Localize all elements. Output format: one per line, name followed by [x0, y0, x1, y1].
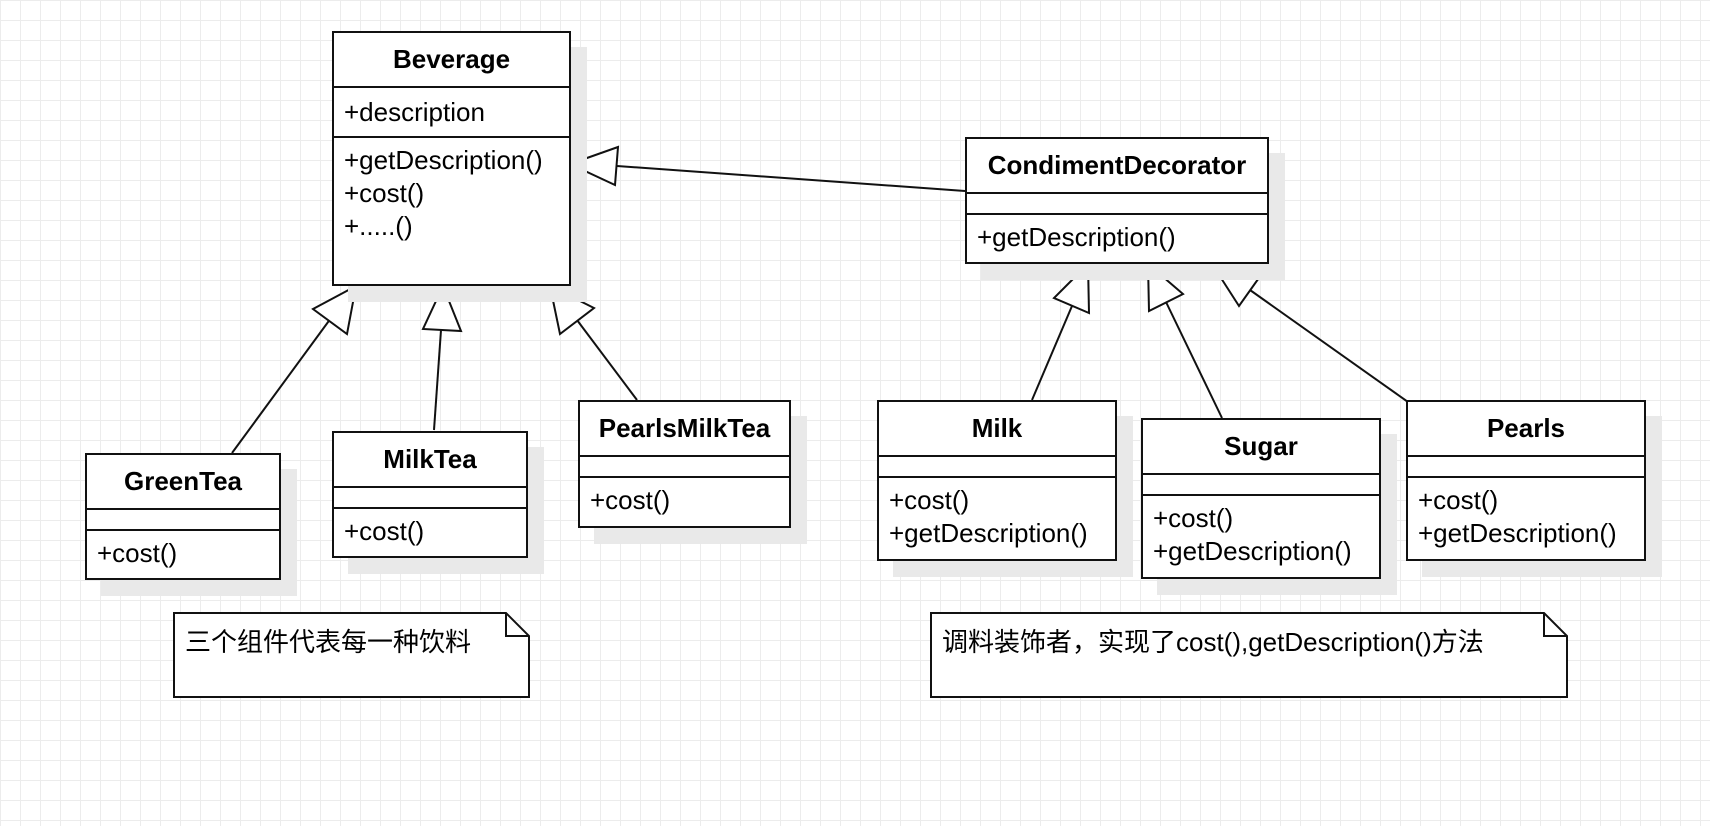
class-green-tea[interactable]: GreenTea +cost(): [85, 453, 281, 580]
note-shape: [930, 612, 1568, 698]
class-sugar[interactable]: Sugar +cost() +getDescription(): [1141, 418, 1381, 579]
operation-item: +cost(): [1418, 485, 1499, 515]
note-text: 调料装饰者，实现了cost(),getDescription()方法: [942, 627, 1484, 657]
operation-item: +getDescription(): [977, 222, 1176, 252]
operation-item: +cost(): [889, 485, 970, 515]
edge-milktea-beverage: [433, 329, 442, 431]
class-milk[interactable]: Milk +cost() +getDescription(): [877, 400, 1117, 561]
arrowhead-pearlsmilktea: [548, 284, 596, 336]
class-condiment-decorator[interactable]: CondimentDecorator +getDescription(): [965, 137, 1269, 264]
edge-pearls-condimentdecorator: [1249, 289, 1409, 403]
class-attributes: +description: [334, 88, 569, 138]
class-attributes: [879, 457, 1115, 478]
class-name: Pearls: [1408, 402, 1644, 457]
edge-condimentdecorator-beverage: [616, 165, 966, 192]
note-components[interactable]: 三个组件代表每一种饮料: [173, 612, 530, 698]
class-pearls-milk-tea[interactable]: PearlsMilkTea +cost(): [578, 400, 791, 528]
class-operations: +getDescription() +cost() +.....(): [334, 138, 569, 243]
class-milk-tea[interactable]: MilkTea +cost(): [332, 431, 528, 558]
operation-item: +cost(): [344, 178, 425, 208]
class-name: CondimentDecorator: [967, 139, 1267, 194]
class-name: Beverage: [334, 33, 569, 88]
class-attributes: [1408, 457, 1644, 478]
operation-item: +getDescription(): [1153, 536, 1352, 566]
operation-item: +.....(): [344, 211, 413, 241]
attribute-item: +description: [344, 97, 485, 127]
operation-item: +cost(): [97, 538, 178, 568]
operation-item: +cost(): [590, 485, 671, 515]
class-operations: +cost(): [87, 531, 279, 570]
arrowhead-milk: [1052, 261, 1091, 315]
operation-item: +cost(): [344, 516, 425, 546]
class-name: Milk: [879, 402, 1115, 457]
class-attributes: [87, 510, 279, 531]
class-name: Sugar: [1143, 420, 1379, 475]
class-operations: +cost() +getDescription(): [1143, 496, 1379, 568]
edge-greentea-beverage: [231, 317, 332, 454]
arrowhead-pearls: [1209, 262, 1263, 308]
class-attributes: [1143, 475, 1379, 496]
operation-item: +getDescription(): [1418, 518, 1617, 548]
class-operations: +cost() +getDescription(): [879, 478, 1115, 550]
edge-sugar-condimentdecorator: [1165, 301, 1223, 419]
arrowhead-milktea: [421, 283, 463, 333]
class-name: GreenTea: [87, 455, 279, 510]
edge-pearlsmilktea-beverage: [576, 319, 638, 401]
class-attributes: [334, 488, 526, 509]
class-attributes: [967, 194, 1267, 215]
class-operations: +cost(): [580, 478, 789, 517]
class-pearls[interactable]: Pearls +cost() +getDescription(): [1406, 400, 1646, 561]
class-operations: +cost() +getDescription(): [1408, 478, 1644, 550]
note-text: 三个组件代表每一种饮料: [185, 627, 472, 657]
class-operations: +getDescription(): [967, 215, 1267, 254]
operation-item: +getDescription(): [344, 145, 543, 175]
class-name: MilkTea: [334, 433, 526, 488]
operation-item: +getDescription(): [889, 518, 1088, 548]
class-name: PearlsMilkTea: [580, 402, 789, 457]
operation-item: +cost(): [1153, 503, 1234, 533]
arrowhead-condimentdecorator: [567, 145, 620, 187]
class-operations: +cost(): [334, 509, 526, 548]
edge-milk-condimentdecorator: [1031, 305, 1073, 401]
class-attributes: [580, 457, 789, 478]
note-shape: [173, 612, 530, 698]
note-decorators[interactable]: 调料装饰者，实现了cost(),getDescription()方法: [930, 612, 1568, 698]
class-beverage[interactable]: Beverage +description +getDescription() …: [332, 31, 571, 286]
arrowhead-greentea: [311, 284, 358, 336]
arrowhead-sugar: [1146, 261, 1185, 313]
